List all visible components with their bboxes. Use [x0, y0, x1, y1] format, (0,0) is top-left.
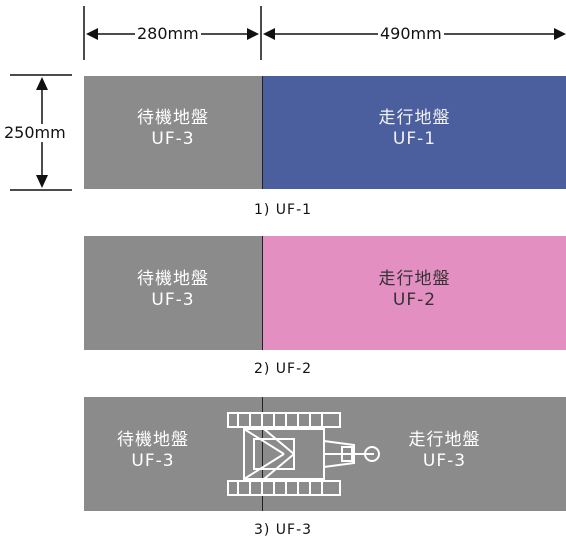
travel-ground: 走行地盤 UF-1 [263, 76, 566, 189]
travel-ground-code: UF-3 [422, 451, 467, 471]
standby-ground-label: 待機地盤 UF-3 [84, 108, 262, 150]
travel-ground: 走行地盤 UF-2 [263, 236, 566, 350]
standby-ground: 待機地盤 UF-3 [84, 236, 263, 350]
travel-ground-name: 走行地盤 [378, 108, 451, 128]
standby-ground: 待機地盤 UF-3 [84, 76, 263, 189]
caption-2: 2) UF-2 [253, 361, 313, 377]
width-left-label: 280mm [135, 24, 201, 43]
standby-ground-code: UF-3 [131, 451, 175, 471]
standby-ground-label: 待機地盤 UF-3 [84, 430, 222, 472]
standby-ground-code: UF-3 [151, 129, 195, 149]
travel-ground-label: 走行地盤 UF-1 [263, 108, 566, 150]
panel-uf1: 待機地盤 UF-3 走行地盤 UF-1 [84, 76, 566, 189]
panel-uf2: 待機地盤 UF-3 走行地盤 UF-2 [84, 236, 566, 350]
panel-uf3: 待機地盤 UF-3 走行地盤 UF-3 [84, 397, 566, 511]
caption-1: 1) UF-1 [253, 202, 313, 218]
standby-ground-name: 待機地盤 [117, 430, 189, 450]
travel-ground-label: 走行地盤 UF-3 [323, 430, 566, 472]
standby-ground-name: 待機地盤 [137, 108, 209, 128]
travel-ground-label: 走行地盤 UF-2 [263, 269, 566, 311]
travel-ground-code: UF-2 [392, 290, 437, 310]
standby-ground-label: 待機地盤 UF-3 [84, 269, 262, 311]
standby-ground-code: UF-3 [151, 290, 195, 310]
travel-ground: 走行地盤 UF-3 [263, 397, 566, 511]
travel-ground-code: UF-1 [392, 129, 437, 149]
tracked-vehicle-icon [227, 412, 380, 496]
standby-ground-name: 待機地盤 [137, 269, 209, 289]
travel-ground-name: 走行地盤 [378, 269, 451, 289]
caption-3: 3) UF-3 [253, 522, 313, 538]
standby-ground: 待機地盤 UF-3 [84, 397, 263, 511]
travel-ground-name: 走行地盤 [408, 430, 481, 450]
width-right-label: 490mm [378, 24, 444, 43]
height-label: 250mm [2, 123, 68, 142]
